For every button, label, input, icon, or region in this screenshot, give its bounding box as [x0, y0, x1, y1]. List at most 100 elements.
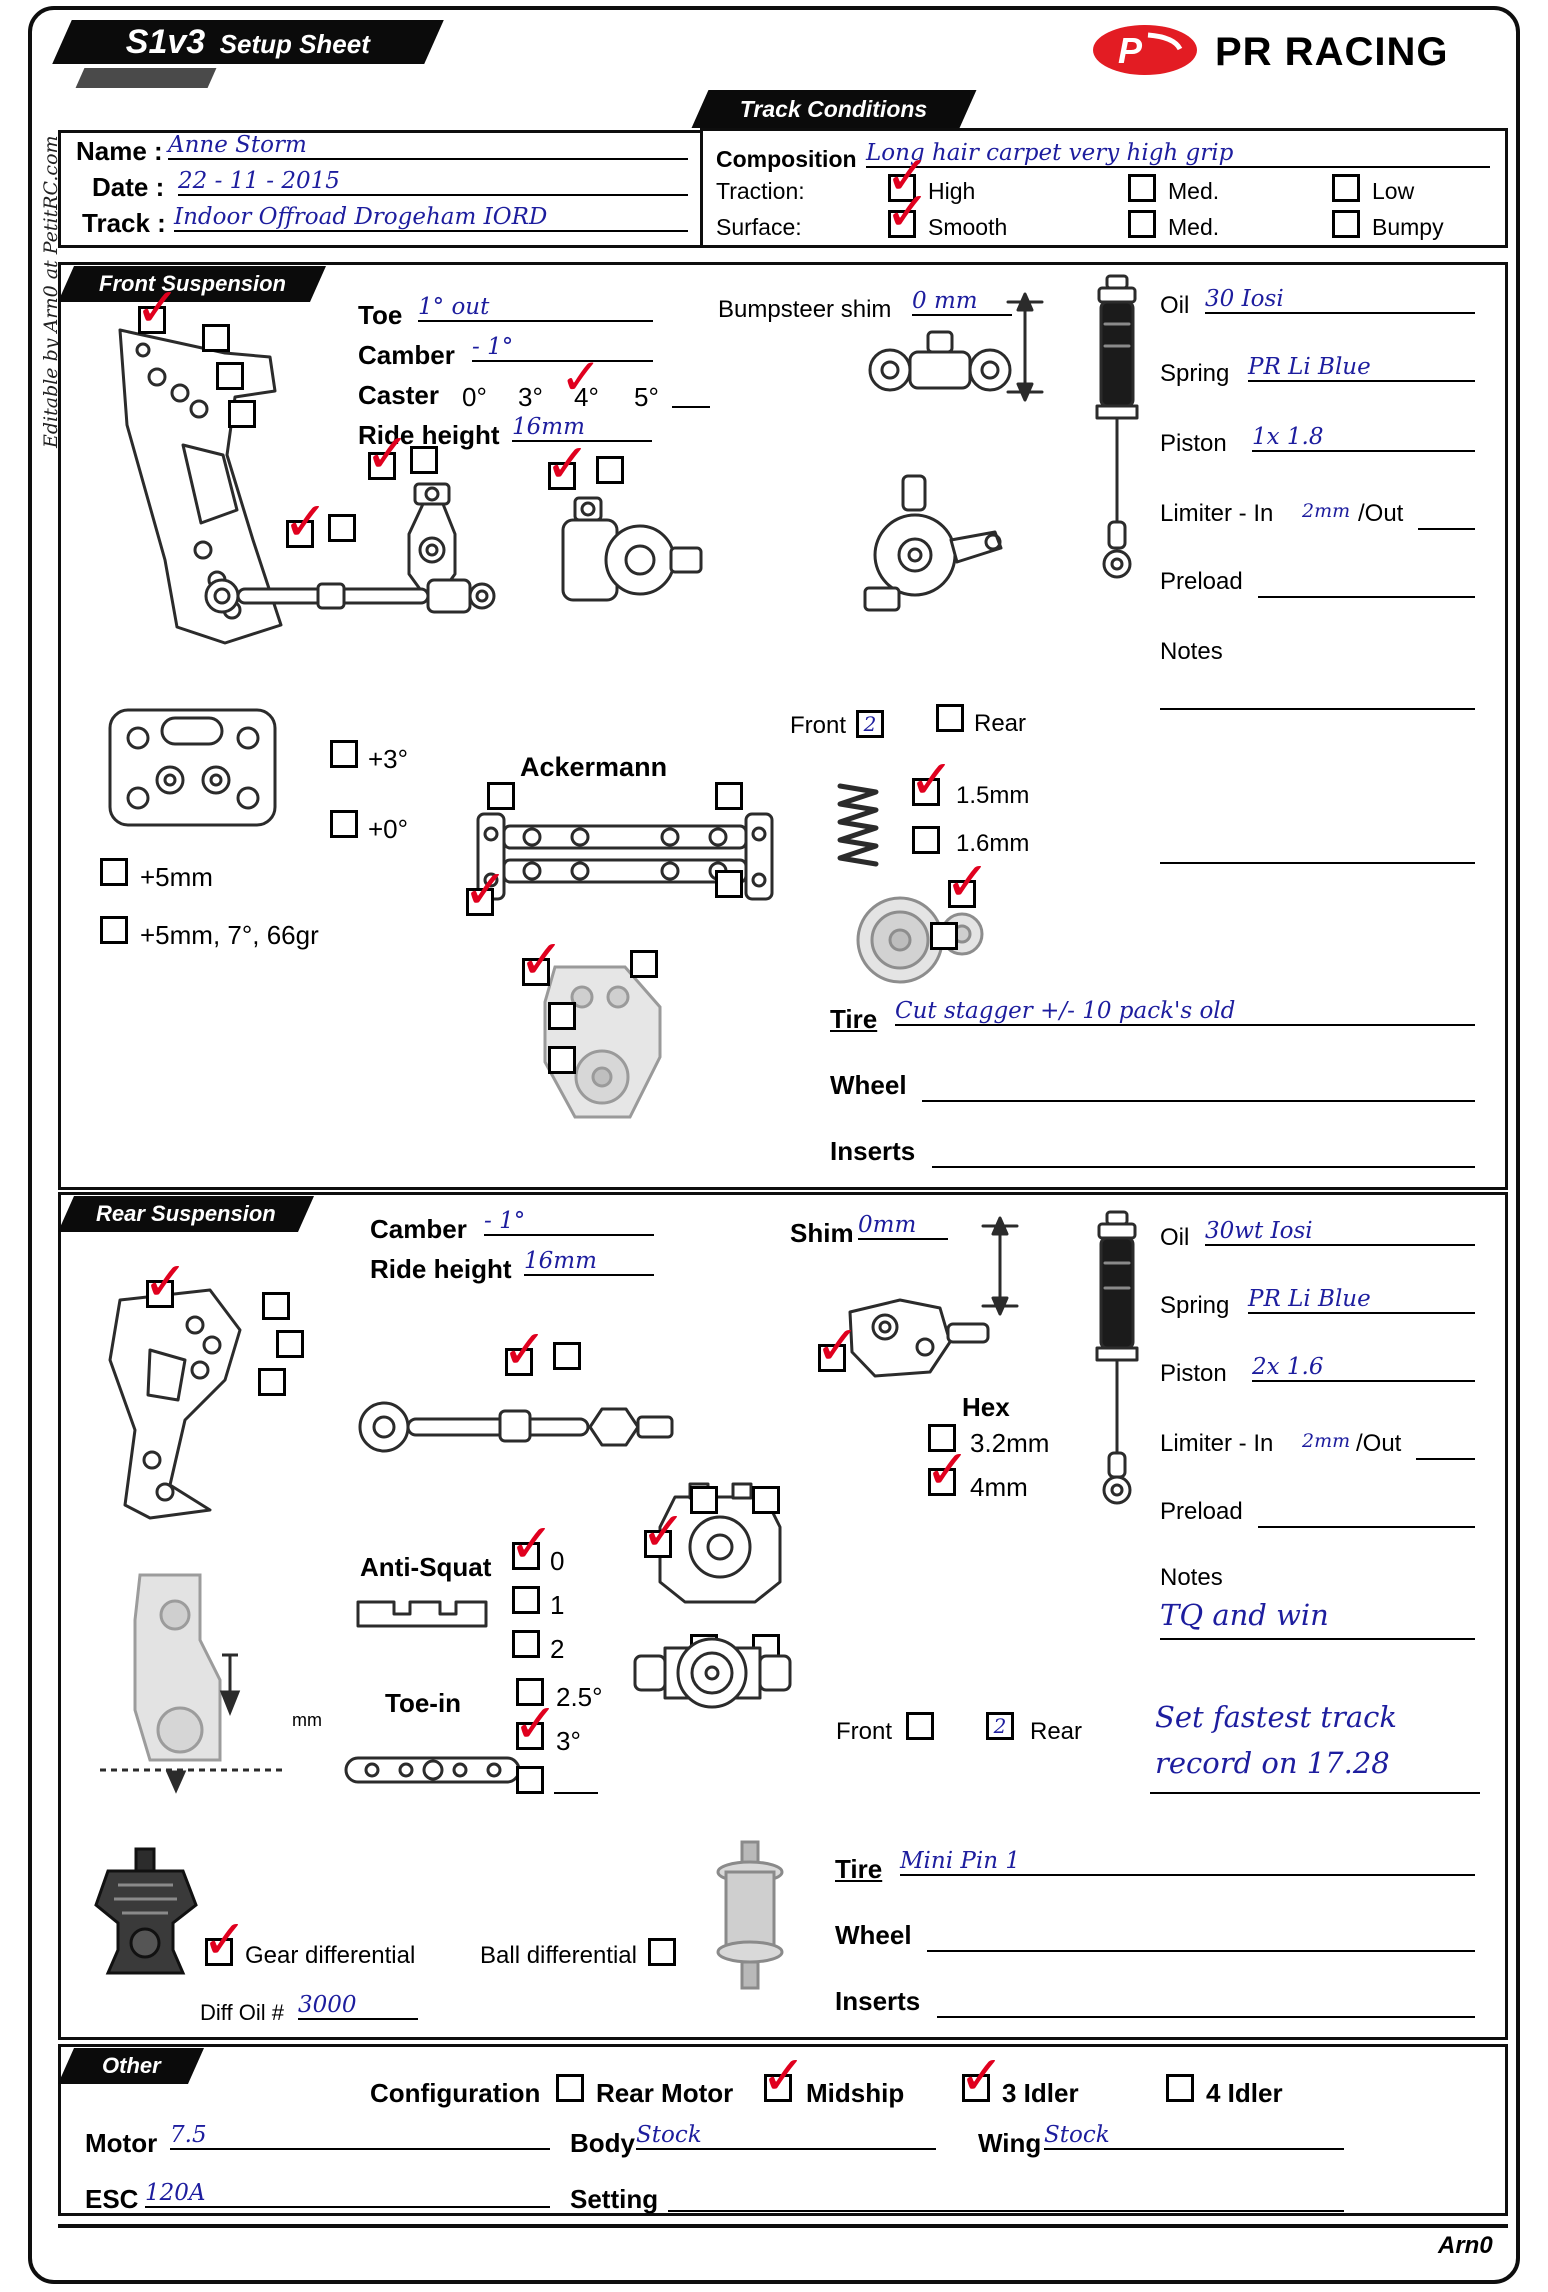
rear-axle-checkbox-2[interactable] — [553, 1342, 581, 1370]
traction-low-checkbox[interactable] — [1332, 174, 1360, 202]
page-frame — [28, 6, 1520, 2284]
rear-arm-checkbox-1[interactable] — [143, 1255, 188, 1309]
traction-med-checkbox[interactable] — [1128, 174, 1156, 202]
front-toe-field[interactable]: 1° out — [418, 294, 653, 322]
front-plate-checkbox-1[interactable] — [519, 933, 564, 987]
rear-shim-field[interactable]: 0mm — [858, 1212, 948, 1240]
rear-anti-squat-2-checkbox[interactable] — [512, 1630, 540, 1658]
rear-ride-height-field[interactable]: 16mm — [524, 1248, 654, 1276]
rear-toe-in-3-checkbox[interactable] — [513, 1697, 558, 1751]
front-upright-checkbox-2[interactable] — [410, 446, 438, 474]
front-ackermann-checkbox-3[interactable] — [463, 863, 508, 917]
diff-oil-field[interactable]: 3000 — [298, 1992, 418, 2020]
wing-field[interactable]: Stock — [1044, 2122, 1344, 2150]
svg-text:P: P — [1118, 30, 1143, 71]
gear-differential-checkbox[interactable] — [202, 1913, 247, 1967]
front-arm-checkbox-2[interactable] — [202, 324, 230, 352]
rear-shock-front-checkbox[interactable] — [906, 1712, 934, 1740]
date-field[interactable]: 22 - 11 - 2015 — [178, 168, 688, 196]
rear-anti-squat-0-checkbox[interactable] — [509, 1517, 554, 1571]
front-option-plus3-checkbox[interactable] — [330, 740, 358, 768]
rear-hub-checkbox-2[interactable] — [752, 1486, 780, 1514]
config-midship-checkbox[interactable] — [761, 2049, 806, 2103]
front-spring-field[interactable]: PR Li Blue — [1248, 354, 1475, 382]
rear-anti-squat-0-label: 0 — [550, 1546, 565, 1576]
track-field[interactable]: Indoor Offroad Drogeham IORD — [174, 204, 688, 232]
rear-notes-value[interactable]: TQ and win — [1160, 1598, 1329, 1632]
front-caster-opt-3[interactable]: 3° — [518, 382, 543, 412]
surface-med-checkbox[interactable] — [1128, 210, 1156, 238]
front-ackermann-checkbox-1[interactable] — [487, 782, 515, 810]
front-bumpsteer-field[interactable]: 0 mm — [912, 288, 1012, 316]
esc-field[interactable]: 120A — [145, 2180, 550, 2208]
config-4-idler-checkbox[interactable] — [1166, 2074, 1194, 2102]
front-option-plus5mm7-checkbox[interactable] — [100, 916, 128, 944]
rear-shock-rear-checkbox[interactable]: 2 — [986, 1712, 1014, 1740]
rear-piston-field[interactable]: 2x 1.6 — [1252, 1354, 1475, 1382]
front-wheel-line — [922, 1100, 1475, 1102]
front-ackermann-label: Ackermann — [520, 752, 668, 782]
name-field[interactable]: Anne Storm — [168, 132, 688, 160]
front-knuckle-checkbox-2[interactable] — [596, 456, 624, 484]
config-rear-motor-checkbox[interactable] — [556, 2074, 584, 2102]
surface-smooth-checkbox[interactable] — [885, 185, 930, 239]
rear-notes-line2a[interactable]: Set fastest track — [1155, 1700, 1397, 1734]
front-suspension-banner: Front Suspension — [57, 266, 327, 302]
surface-bumpy-checkbox[interactable] — [1332, 210, 1360, 238]
body-field[interactable]: Stock — [636, 2122, 936, 2150]
rear-spring-field[interactable]: PR Li Blue — [1248, 1286, 1475, 1314]
front-arm-checkbox-3[interactable] — [216, 362, 244, 390]
brand-name: PR RACING — [1215, 30, 1449, 74]
rear-shock-diagram — [1075, 1208, 1160, 1533]
front-plate-checkbox-4[interactable] — [548, 1046, 576, 1074]
rear-hub-checkbox-3[interactable] — [641, 1505, 686, 1559]
rear-toe-in-blank-checkbox[interactable] — [516, 1766, 544, 1794]
front-knuckle-checkbox-1[interactable] — [545, 437, 590, 491]
front-arm-checkbox-1[interactable] — [135, 281, 180, 335]
front-lower-arm-checkbox-1[interactable] — [283, 495, 328, 549]
front-upright-checkbox-1[interactable] — [365, 427, 410, 481]
front-tire-field[interactable]: Cut stagger +/- 10 pack's old — [895, 998, 1475, 1026]
motor-field[interactable]: 7.5 — [170, 2122, 550, 2150]
front-spacer-1-5mm-checkbox[interactable] — [909, 753, 954, 807]
front-spacer-1-6mm-checkbox[interactable] — [912, 826, 940, 854]
front-lower-arm-checkbox-2[interactable] — [328, 514, 356, 542]
front-option-plus5mm-checkbox[interactable] — [100, 858, 128, 886]
front-oil-field[interactable]: 30 Iosi — [1205, 286, 1475, 314]
rear-arm-checkbox-4[interactable] — [258, 1368, 286, 1396]
rear-upright-checkbox-1[interactable] — [815, 1319, 860, 1373]
rear-tire-field[interactable]: Mini Pin 1 — [900, 1848, 1475, 1876]
rear-arm-checkbox-3[interactable] — [276, 1330, 304, 1358]
front-ackermann-checkbox-2[interactable] — [715, 782, 743, 810]
config-rear-motor-label: Rear Motor — [596, 2078, 734, 2108]
front-spindle-checkbox-2[interactable] — [930, 922, 958, 950]
rear-hex-4mm-checkbox[interactable] — [925, 1443, 970, 1497]
front-plate-checkbox-3[interactable] — [548, 1002, 576, 1030]
front-shock-front-checkbox[interactable]: 2 — [856, 710, 884, 738]
rear-camber-field[interactable]: - 1° — [484, 1208, 654, 1236]
front-caster-opt-5[interactable]: 5° — [634, 382, 659, 412]
front-plate-checkbox-2[interactable] — [630, 950, 658, 978]
front-ackermann-checkbox-4[interactable] — [715, 870, 743, 898]
rear-hub-checkbox-1[interactable] — [690, 1486, 718, 1514]
config-3-idler-checkbox[interactable] — [959, 2049, 1004, 2103]
front-lower-arm-diagram — [200, 562, 500, 627]
front-shock-rear-checkbox[interactable] — [936, 704, 964, 732]
front-limiter-value[interactable]: 2mm — [1302, 500, 1351, 522]
front-arm-checkbox-4[interactable] — [228, 400, 256, 428]
front-bumpsteer-label: Bumpsteer shim — [718, 296, 892, 323]
rear-oil-field[interactable]: 30wt Iosi — [1205, 1218, 1475, 1246]
front-spindle-checkbox-1[interactable] — [945, 855, 990, 909]
front-caster-opt-0[interactable]: 0° — [462, 382, 487, 412]
ball-differential-checkbox[interactable] — [648, 1938, 676, 1966]
rear-anti-squat-1-checkbox[interactable] — [512, 1586, 540, 1614]
rear-limiter-label: Limiter - In — [1160, 1430, 1274, 1457]
composition-field[interactable]: Long hair carpet very high grip — [866, 140, 1490, 168]
rear-limiter-value[interactable]: 2mm — [1302, 1430, 1351, 1452]
rear-arm-checkbox-2[interactable] — [262, 1292, 290, 1320]
front-camber-value: - 1° — [472, 334, 514, 360]
front-option-plus0-checkbox[interactable] — [330, 810, 358, 838]
rear-axle-checkbox-1[interactable] — [502, 1323, 547, 1377]
rear-notes-line2b[interactable]: record on 17.28 — [1155, 1746, 1390, 1780]
front-piston-field[interactable]: 1x 1.8 — [1252, 424, 1475, 452]
